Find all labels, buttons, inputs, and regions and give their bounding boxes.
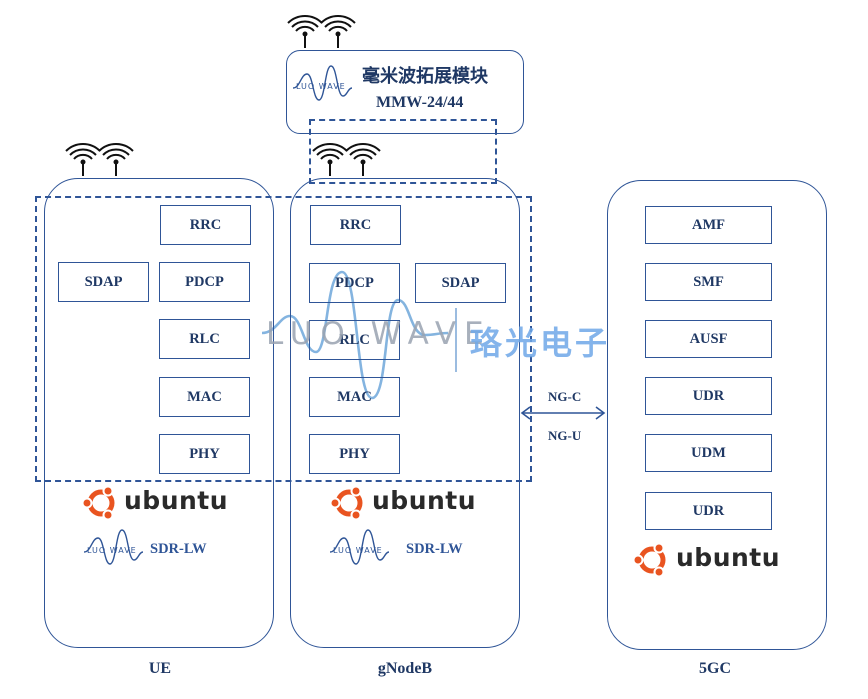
ubuntu-logo-icon [329, 485, 363, 521]
ubuntu-wordmark: ubuntu [372, 486, 477, 515]
ue-mac-block: MAC [159, 377, 250, 417]
gnodeb-sdap-block: SDAP [415, 263, 506, 303]
watermark-text: LUO WAVE [266, 316, 492, 352]
ue-label: UE [148, 660, 172, 677]
luowave-logo-icon [329, 529, 390, 565]
ue-pdcp-block: PDCP [159, 262, 250, 302]
core-panel [607, 180, 827, 650]
gnodeb-rrc-block: RRC [310, 205, 401, 245]
watermark-cn-text: 珞光电子 [470, 324, 611, 362]
protocol-stack-dashed-frame [35, 196, 532, 482]
gnodeb-mac-block: MAC [309, 377, 400, 417]
core-udr-block: UDR [645, 377, 772, 415]
ue-sdap-block: SDAP [58, 262, 149, 302]
ng-interface-arrow [520, 406, 606, 420]
core-label: 5GC [699, 660, 731, 677]
mmw-module-title: 毫米波拓展模块 [362, 66, 488, 87]
ubuntu-wordmark: ubuntu [676, 543, 781, 572]
core-udm-block: UDM [645, 434, 772, 472]
antenna-icon [98, 142, 134, 177]
watermark-wave-icon [261, 270, 457, 400]
gnodeb-pdcp-block: PDCP [309, 263, 400, 303]
ue-sdr-label: SDR-LW [150, 541, 207, 557]
luowave-logo-text: LUO WAVE [333, 546, 383, 555]
core-amf-block: AMF [645, 206, 772, 244]
ue-panel [44, 178, 274, 648]
gnodeb-phy-block: PHY [309, 434, 400, 474]
luowave-logo-icon [83, 529, 144, 565]
gnodeb-panel [290, 178, 520, 648]
ubuntu-logo-icon [81, 485, 115, 521]
core-udr-block-2: UDR [645, 492, 772, 530]
mmw-module-model: MMW-24/44 [376, 94, 464, 111]
antenna-icon [320, 14, 356, 50]
mmw-module-box [286, 50, 524, 134]
antenna-icon [65, 142, 101, 177]
gnodeb-sdr-label: SDR-LW [406, 541, 463, 557]
mmw-link-dashed-frame [309, 119, 497, 184]
ng-u-label: NG-U [548, 428, 582, 443]
gnodeb-ubuntu-logo: ubuntu [366, 486, 476, 515]
ue-rrc-block: RRC [160, 205, 251, 245]
ubuntu-wordmark: ubuntu [124, 486, 229, 515]
ue-ubuntu-logo: ubuntu [118, 486, 228, 515]
gnodeb-label: gNodeB [377, 660, 433, 677]
core-ausf-block: AUSF [645, 320, 772, 358]
luowave-logo-text: LUO WAVE [87, 546, 137, 555]
ubuntu-logo-icon [632, 542, 666, 578]
core-ubuntu-logo: ubuntu [670, 543, 780, 572]
ue-phy-block: PHY [159, 434, 250, 474]
core-smf-block: SMF [645, 263, 772, 301]
luowave-logo-text: LUO WAVE [296, 82, 346, 91]
antenna-icon [287, 14, 323, 50]
ng-c-label: NG-C [548, 389, 582, 404]
ue-rlc-block: RLC [159, 319, 250, 359]
luowave-logo-icon [292, 65, 353, 101]
gnodeb-rlc-block: RLC [309, 320, 400, 360]
